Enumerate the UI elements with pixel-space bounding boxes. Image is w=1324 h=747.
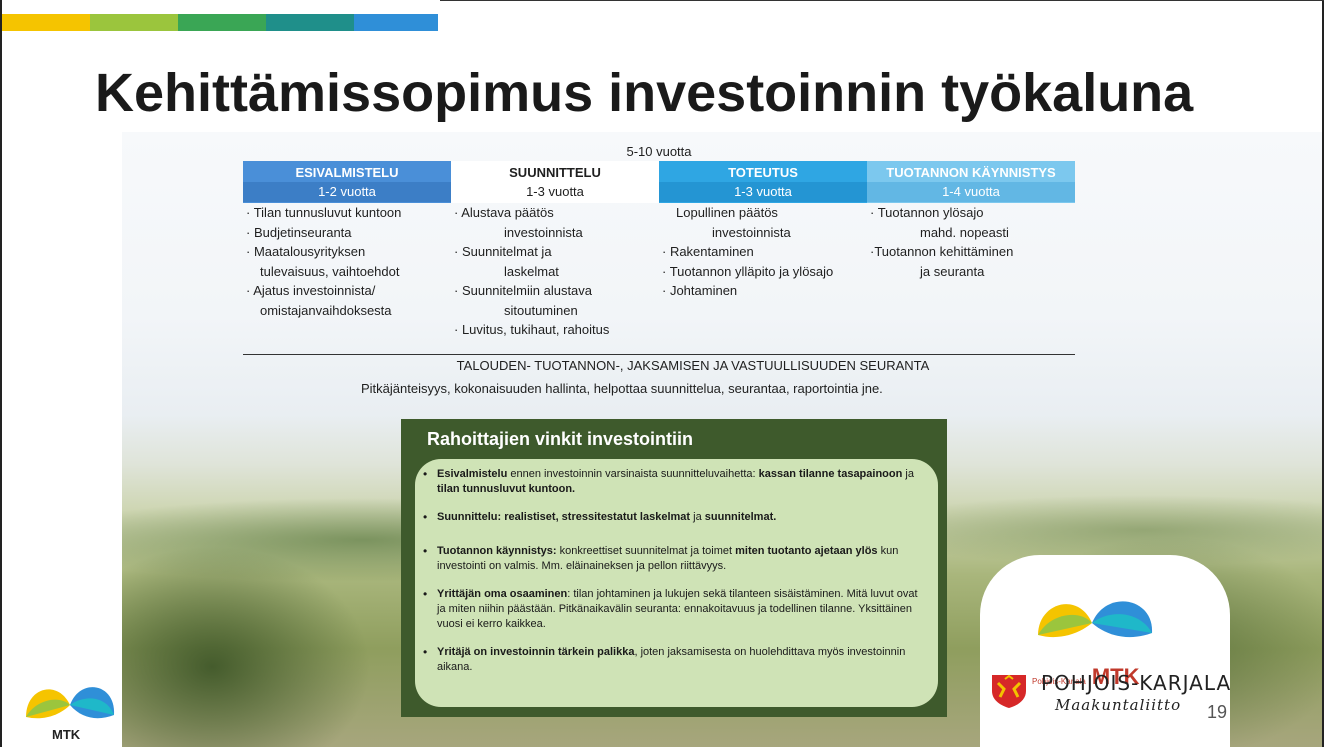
bullet-icon: •	[423, 510, 428, 524]
mtk-wordmark: MTK	[52, 727, 81, 742]
logo-card	[980, 555, 1230, 747]
mtk-logo-icon	[1038, 601, 1153, 638]
tips-title: Rahoittajien vinkit investointiin	[427, 429, 694, 449]
mtk-logo-icon	[26, 687, 115, 719]
tip-item: • Yrittäjän oma osaaminen: tilan johtami…	[423, 587, 924, 632]
tip-item: • Suunnittelu: realistiset, stressitesta…	[423, 510, 924, 525]
phase-duration: 1-4 vuotta	[867, 182, 1075, 202]
accent-segment	[90, 14, 178, 31]
phase-duration: 1-3 vuotta	[451, 182, 659, 202]
tip-text: Yritäjä on investoinnin tärkein palikka,…	[437, 646, 906, 673]
section-divider	[243, 354, 1075, 355]
region-council-subtitle: Maakuntaliitto	[1055, 696, 1182, 714]
phase-name: TUOTANNON KÄYNNISTYS	[886, 165, 1056, 180]
phase-task: sitoutuminen	[504, 302, 578, 318]
tip-text: Yrittäjän oma osaaminen: tilan johtamine…	[437, 588, 918, 630]
timeline-span-label: 5-10 vuotta	[626, 144, 692, 159]
phase-task: investoinnista	[504, 224, 583, 240]
region-council-name: POHJOIS-KARJALA	[1041, 671, 1232, 695]
phase-task: · Budjetinseuranta	[246, 224, 352, 240]
tip-text: Tuotannon käynnistys: konkreettiset suun…	[437, 545, 899, 572]
mtk-region-name: Pohjois-Karjala	[1032, 677, 1086, 686]
accent-color-bar	[2, 14, 438, 31]
tip-item: • Tuotannon käynnistys: konkreettiset su…	[423, 544, 924, 574]
phase-duration: 1-3 vuotta	[659, 182, 867, 202]
phase-task: ja seuranta	[920, 263, 985, 279]
slide-title: Kehittämissopimus investoinnin työkaluna	[95, 63, 1194, 123]
phase-task: · Alustava päätös	[454, 205, 554, 220]
phase-task: · Luvitus, tukihaut, rahoitus	[454, 322, 610, 337]
phase-duration: 1-2 vuotta	[243, 182, 451, 202]
accent-segment	[266, 14, 354, 31]
phase-name: TOTEUTUS	[728, 165, 798, 180]
tips-list: • Esivalmistelu ennen investoinnin varsi…	[415, 459, 938, 707]
phase-task: laskelmat	[504, 263, 559, 279]
phase-column-tuotannon-kaynnistys: TUOTANNON KÄYNNISTYS 1-4 vuotta · Tuotan…	[867, 161, 1075, 340]
phase-task-list: · Tilan tunnusluvut kuntoon · Budjetinse…	[243, 203, 451, 320]
phase-header: TUOTANNON KÄYNNISTYS 1-4 vuotta	[867, 161, 1075, 203]
tip-text: Suunnittelu: realistiset, stressitestatu…	[437, 511, 777, 523]
frame-border	[440, 0, 1324, 1]
frame-border	[0, 0, 2, 747]
phase-task: investoinnista	[712, 224, 791, 240]
mtk-wordmark: MTK	[1091, 664, 1140, 689]
phase-task-list: · Tuotannon ylösajo mahd. nopeasti ·Tuot…	[867, 203, 1075, 281]
phase-column-suunnittelu: SUUNNITTELU 1-3 vuotta · Alustava päätös…	[451, 161, 659, 340]
phase-column-esivalmistelu: ESIVALMISTELU 1-2 vuotta · Tilan tunnusl…	[243, 161, 451, 340]
bullet-icon: •	[423, 587, 428, 601]
accent-segment	[354, 14, 438, 31]
phase-name: SUUNNITTELU	[509, 165, 601, 180]
tip-item: • Yritäjä on investoinnin tärkein palikk…	[423, 645, 924, 675]
phase-header: SUUNNITTELU 1-3 vuotta	[451, 161, 659, 203]
bullet-icon: •	[423, 645, 428, 659]
tip-item: • Esivalmistelu ennen investoinnin varsi…	[423, 467, 924, 497]
forest-image-part	[122, 480, 422, 747]
monitoring-title: TALOUDEN- TUOTANNON-, JAKSAMISEN JA VAST…	[456, 358, 930, 373]
phase-task: · Rakentaminen	[662, 244, 754, 259]
frame-border	[1322, 0, 1324, 747]
phase-task-list: · Alustava päätös investoinnista · Suunn…	[451, 203, 659, 340]
accent-segment	[2, 14, 90, 31]
phase-task: Lopullinen päätös	[676, 205, 778, 220]
accent-segment	[178, 14, 266, 31]
phase-task: ·Tuotannon kehittäminen	[870, 244, 1014, 259]
bullet-icon: •	[423, 544, 428, 558]
page-number: 19	[1207, 702, 1228, 722]
phase-task: omistajanvaihdoksesta	[260, 302, 392, 318]
phase-name: ESIVALMISTELU	[295, 165, 399, 180]
phase-task: tulevaisuus, vaihtoehdot	[260, 263, 400, 279]
phase-columns: ESIVALMISTELU 1-2 vuotta · Tilan tunnusl…	[243, 161, 1075, 340]
phase-task: · Johtaminen	[662, 283, 738, 298]
phase-task: · Tilan tunnusluvut kuntoon	[246, 205, 402, 220]
bullet-icon: •	[423, 467, 428, 481]
phase-header: ESIVALMISTELU 1-2 vuotta	[243, 161, 451, 203]
phase-task: · Maatalousyrityksen	[246, 244, 366, 259]
financier-tips-box: Rahoittajien vinkit investointiin • Esiv…	[401, 419, 947, 717]
phase-timeline: 5-10 vuotta ESIVALMISTELU 1-2 vuotta · T…	[243, 143, 1075, 340]
phase-task: · Ajatus investoinnista/	[246, 283, 376, 298]
phase-task: mahd. nopeasti	[920, 224, 1009, 240]
phase-task: · Tuotannon ylläpito ja ylösajo	[662, 263, 834, 279]
mtk-region-label: Pohjois-Karjala MTK	[1032, 664, 1139, 690]
phase-task: · Suunnitelmat ja	[454, 244, 552, 259]
monitoring-description: Pitkäjänteisyys, kokonaisuuden hallinta,…	[361, 381, 883, 396]
coat-of-arms-icon	[992, 674, 1026, 708]
phase-task: · Suunnitelmiin alustava	[454, 283, 593, 298]
phase-header: TOTEUTUS 1-3 vuotta	[659, 161, 867, 203]
phase-column-toteutus: TOTEUTUS 1-3 vuotta Lopullinen päätös in…	[659, 161, 867, 340]
phase-task-list: Lopullinen päätös investoinnista · Raken…	[659, 203, 867, 301]
tip-text: Esivalmistelu ennen investoinnin varsina…	[437, 468, 914, 495]
phase-task: · Tuotannon ylösajo	[870, 205, 984, 220]
